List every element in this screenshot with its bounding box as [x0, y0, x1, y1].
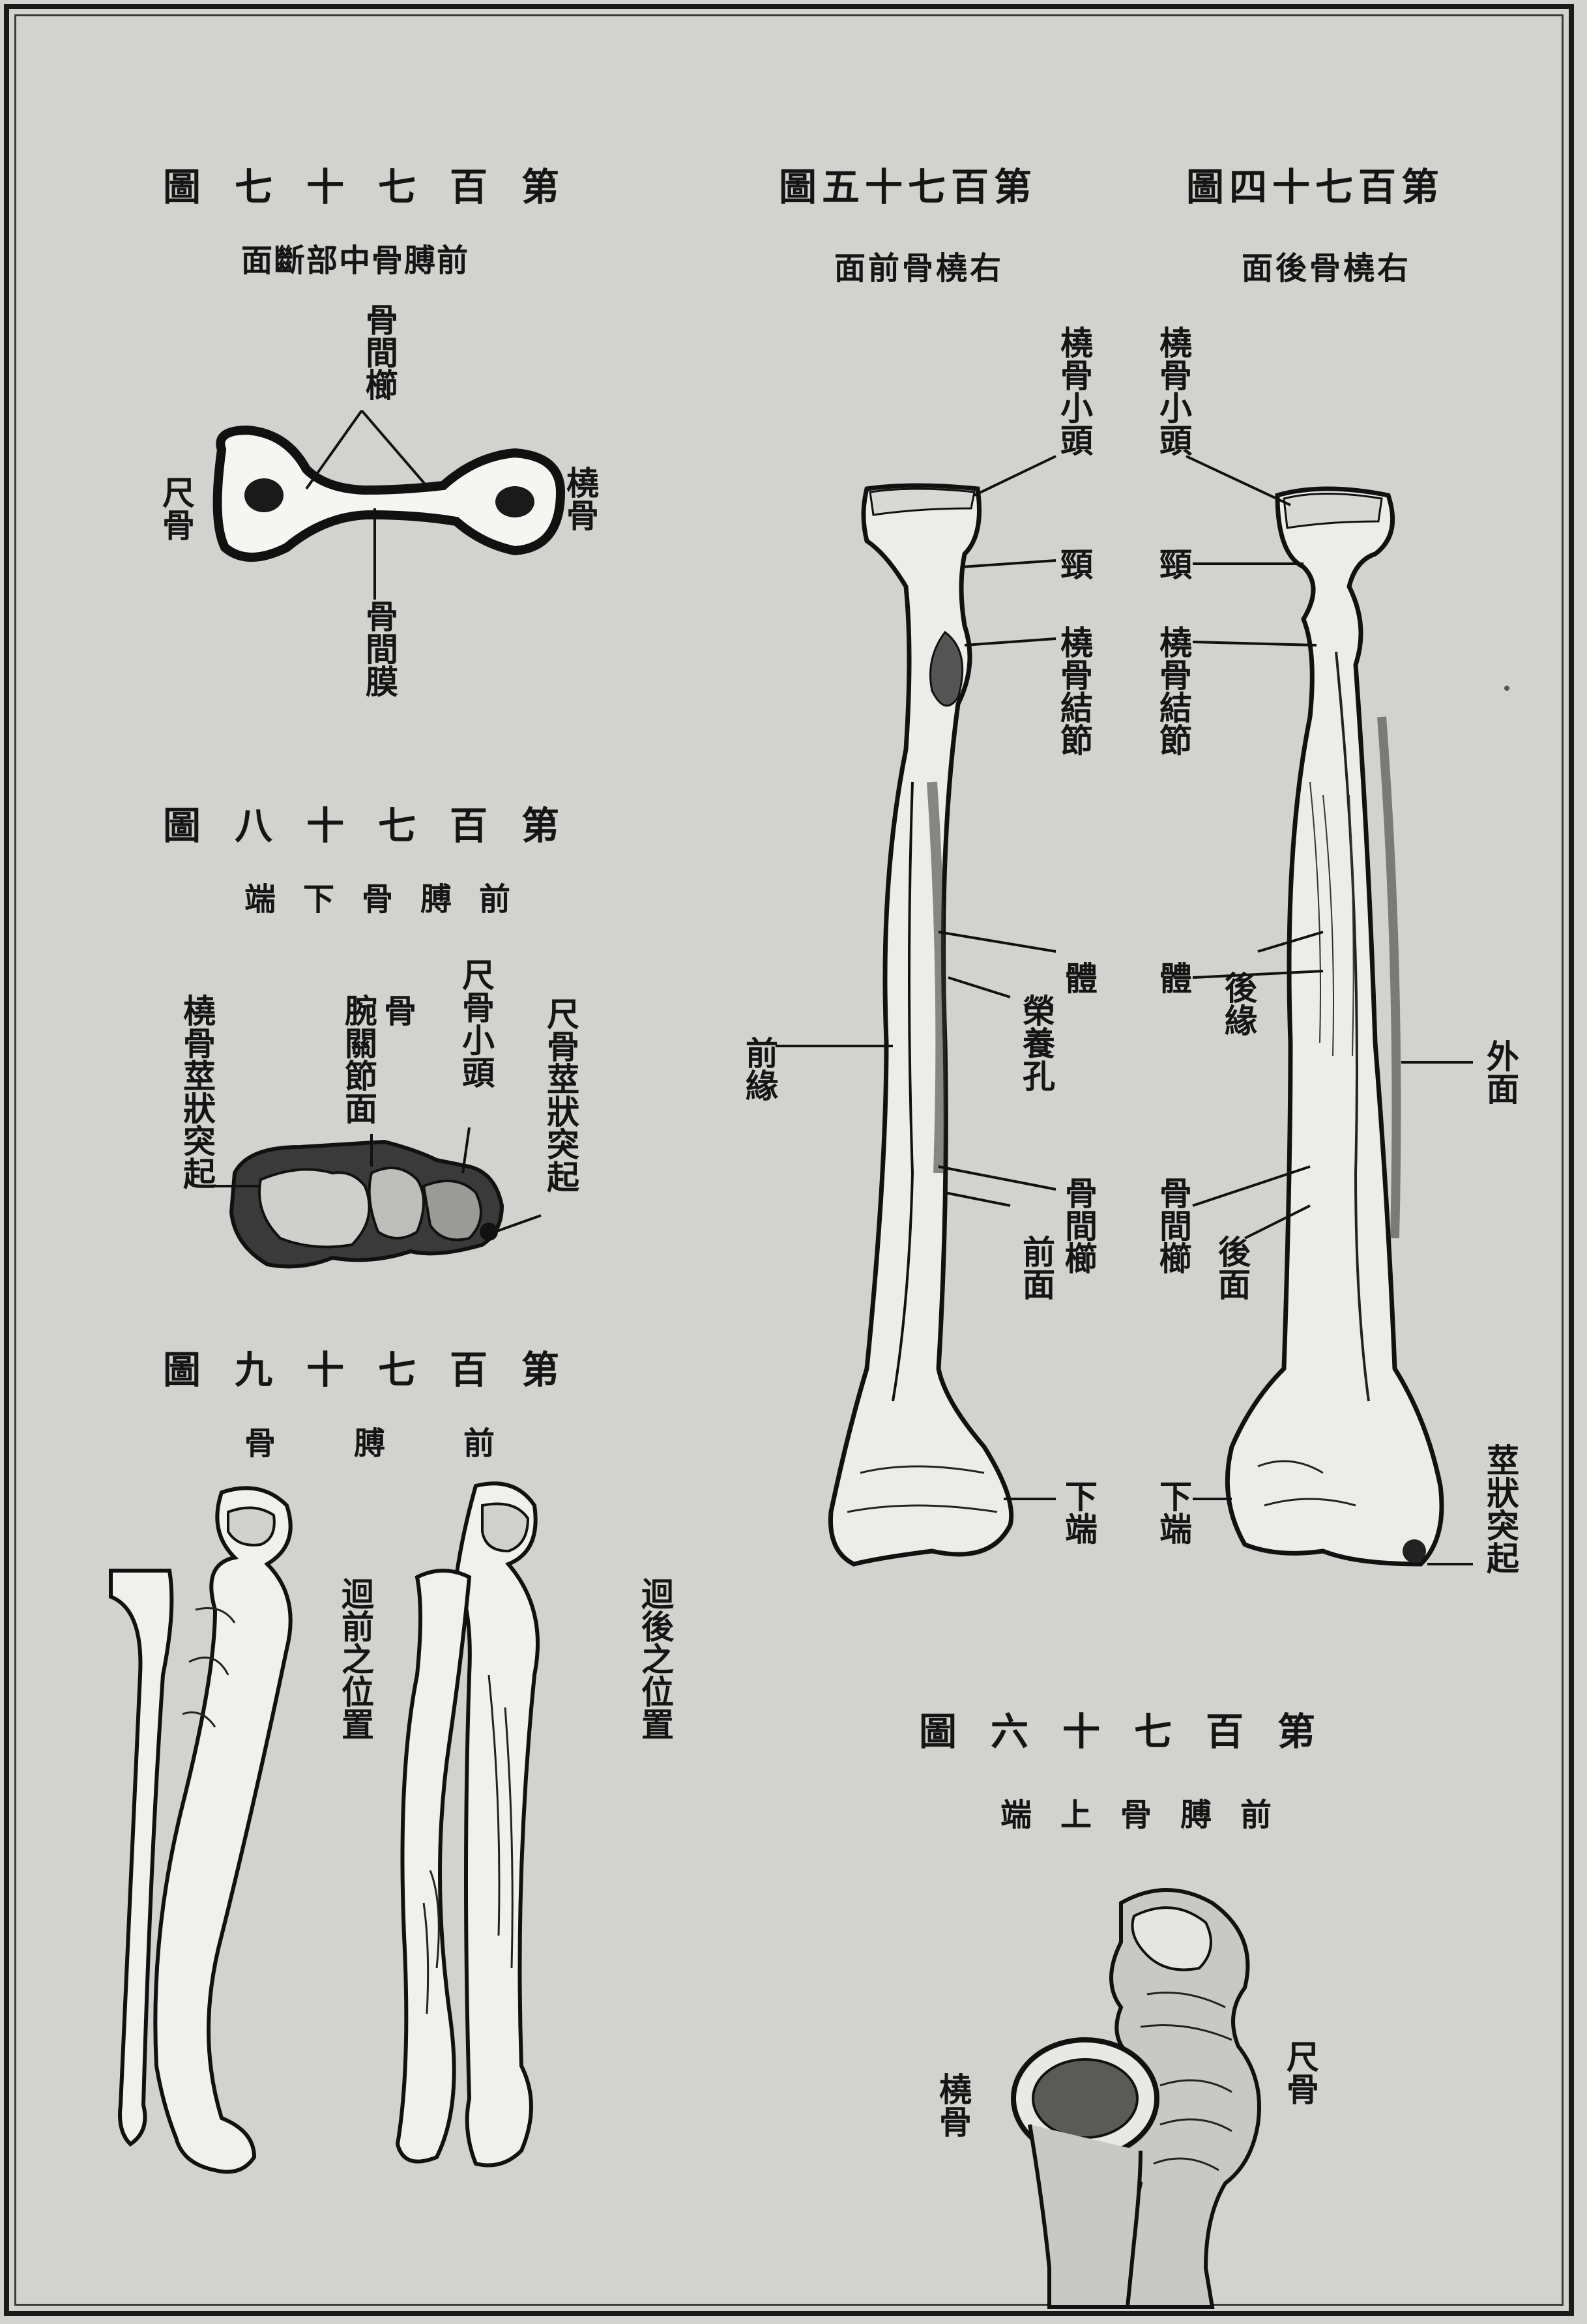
fig178-label-carpal-joint-b: 骨 [378, 994, 417, 1026]
fig174-label-lower-end: 下端 [1154, 1479, 1193, 1545]
fig174-label-styloid: 莖狀突起 [1481, 1444, 1520, 1574]
fig178-label-ulna-head: 尺骨小頭 [456, 958, 495, 1088]
fig175-title: 第百七十五圖 [779, 156, 1037, 211]
fig177-label-ulna: 尺骨 [156, 476, 196, 541]
fig175-label-anterior-border: 前緣 [740, 1036, 779, 1101]
fig177-title: 第百七十七圖 [163, 156, 593, 211]
fig175-subtitle: 右橈骨前面 [834, 242, 1004, 288]
fig174-radius-posterior-drawing [1193, 456, 1486, 1597]
fig179-supination-drawing [391, 1479, 626, 2196]
fig176-proximal-end-drawing [991, 1877, 1303, 2307]
fig179-label-pronation: 迴前之位置 [336, 1577, 375, 1740]
fig174-subtitle: 右橈骨後面 [1242, 242, 1411, 288]
fig178-label-carpal-joint: 腕關節面 [339, 994, 378, 1124]
fig175-label-head: 橈骨小頭 [1055, 326, 1094, 456]
fig178-distal-end-drawing [222, 1134, 547, 1277]
fig176-subtitle: 前膊骨上端 [1000, 1789, 1300, 1835]
fig178-subtitle: 前膊骨下端 [244, 873, 538, 919]
fig178-title: 第百七十八圖 [163, 795, 593, 850]
fig175-radius-anterior-drawing [815, 456, 1108, 1597]
fig177-label-membrane-top: 骨間櫛 [360, 303, 399, 401]
fig177-subtitle: 前膊骨中部斷面 [241, 235, 469, 280]
fig179-title: 第百七十九圖 [163, 1339, 593, 1394]
fig174-label-lateral-surface: 外面 [1481, 1039, 1520, 1105]
fig179-label-supination: 迴後之位置 [635, 1577, 675, 1740]
fig176-title: 第百七十六圖 [919, 1701, 1349, 1756]
fig174-label-tuberosity: 橈骨結節 [1154, 626, 1193, 756]
print-speck [1504, 686, 1509, 691]
fig179-pronation-drawing [104, 1479, 339, 2196]
fig177-cross-section-drawing [209, 417, 574, 613]
fig174-title: 第百七十四圖 [1186, 156, 1444, 211]
fig174-label-head: 橈骨小頭 [1154, 326, 1193, 456]
fig177-label-membrane-bottom: 骨間膜 [360, 600, 399, 697]
fig176-label-radius: 橈骨 [933, 2072, 972, 2138]
fig174-label-interosseous-crest: 骨間櫛 [1154, 1176, 1193, 1274]
fig178-label-radial-styloid: 橈骨莖狀突起 [177, 994, 216, 1189]
fig179-subtitle: 前膊骨 [244, 1417, 573, 1463]
fig174-label-body: 體 [1154, 961, 1193, 994]
fig174-label-neck: 頸 [1154, 547, 1193, 580]
